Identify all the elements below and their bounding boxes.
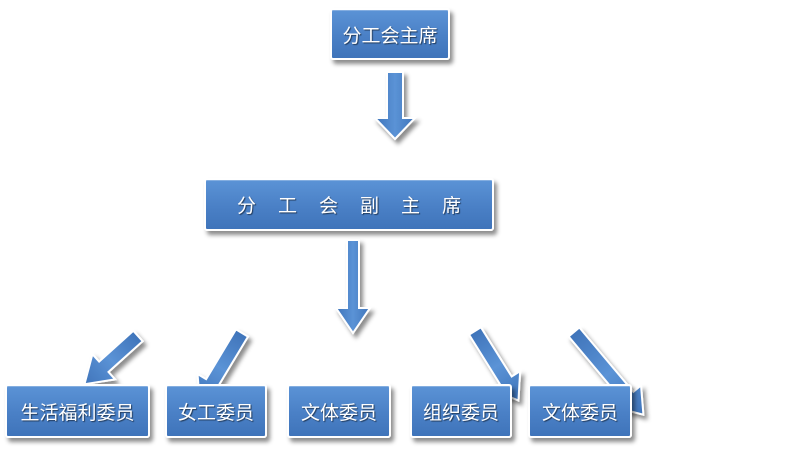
member-label: 文体委员 xyxy=(300,401,377,424)
member-label: 女工委员 xyxy=(177,401,254,424)
member-box-women: 女工委员 xyxy=(165,384,267,438)
member-box-organization: 组织委员 xyxy=(410,384,512,438)
arrow-vice-to-member-3 xyxy=(334,239,372,335)
member-box-culture-sports-1: 文体委员 xyxy=(287,384,391,438)
arrow-chairman-to-vice xyxy=(372,71,418,141)
member-label: 组织委员 xyxy=(422,401,499,424)
member-label: 生活福利委员 xyxy=(20,401,135,424)
chairman-box: 分工会主席 xyxy=(330,8,450,60)
chairman-label: 分工会主席 xyxy=(342,24,438,47)
vice-chairman-label: 分工会副主席 xyxy=(236,195,483,217)
member-label: 文体委员 xyxy=(541,401,618,424)
vice-chairman-box: 分工会副主席 xyxy=(204,178,494,231)
member-box-culture-sports-2: 文体委员 xyxy=(528,384,632,438)
member-box-welfare: 生活福利委员 xyxy=(5,384,150,438)
